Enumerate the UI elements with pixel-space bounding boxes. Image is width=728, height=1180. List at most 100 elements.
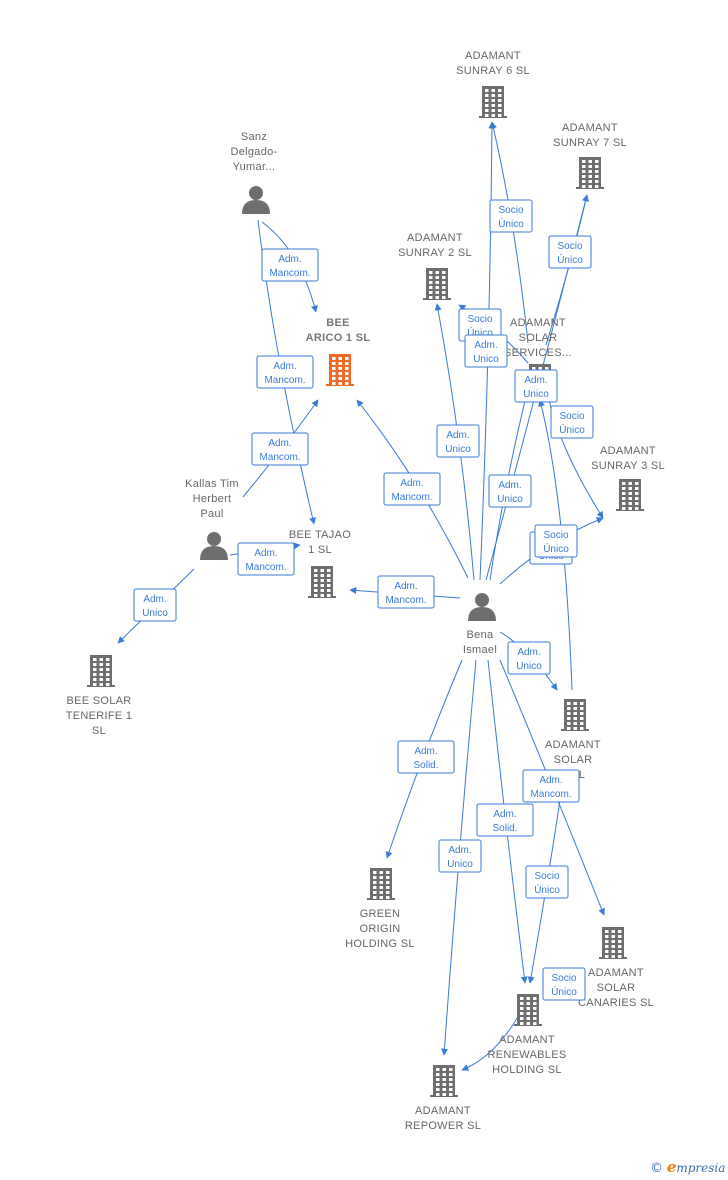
node-adamant_solar_a[interactable]: ADAMANTSOLARA SL xyxy=(545,699,601,781)
edge-label-text: Único xyxy=(557,253,583,266)
edge-label-text: Unico xyxy=(142,608,168,619)
node-label: Bena xyxy=(467,629,494,641)
edge-label-box xyxy=(438,839,482,873)
edge-label-kallas-to-bee_tajao[interactable]: Adm.Mancom. xyxy=(237,542,295,576)
node-label: HOLDING SL xyxy=(492,1064,562,1076)
edge-label-text: Socio xyxy=(551,973,576,984)
node-label: SOLAR xyxy=(519,332,558,344)
edge-label-bena-to-renewables[interactable]: Adm. Solid. xyxy=(476,803,534,837)
edge-label-text: Unico xyxy=(523,389,549,400)
node-label: TENERIFE 1 xyxy=(66,710,133,722)
node-label: 1 SL xyxy=(308,544,332,556)
edge-label-text: Adm. xyxy=(524,375,547,386)
edge-label-box xyxy=(261,248,319,282)
edge-label-text: Socio xyxy=(543,530,568,541)
edge-label-bena-to-bee_tajao[interactable]: Adm.Mancom. xyxy=(377,575,435,609)
edge-label-bena-to-sunray6[interactable]: Adm. Unico xyxy=(464,334,508,368)
edge-label-text: Unico xyxy=(447,859,473,870)
edge-label-sanz-to-bee_tajao[interactable]: Adm.Mancom. xyxy=(256,355,314,389)
edge-label-bena-to-sunray7[interactable]: Adm. Unico xyxy=(514,369,558,403)
node-sanz[interactable]: SanzDelgado-Yumar... xyxy=(230,131,277,214)
node-label: Herbert xyxy=(193,493,232,505)
edge-label-text: Unico xyxy=(445,444,471,455)
building-icon xyxy=(423,268,451,300)
edge-label-box xyxy=(133,588,177,622)
edge-label-box xyxy=(525,865,569,899)
edge-label-box xyxy=(514,369,558,403)
edge-label-bena-to-green_origin[interactable]: Adm.Solid. xyxy=(397,740,455,774)
node-label: ADAMANT xyxy=(588,967,644,979)
edge-label-text: Único xyxy=(543,542,569,555)
edge-label-sanz-to-bee_arico[interactable]: Adm. Mancom. xyxy=(261,248,319,282)
edge-label-text: Adm. xyxy=(268,438,291,449)
edge-label-box xyxy=(397,740,455,774)
edge-label-bena-to-bee_arico[interactable]: Adm.Mancom. xyxy=(383,472,441,506)
node-label: RENEWABLES xyxy=(487,1049,566,1061)
edge-label-box xyxy=(548,235,592,269)
node-label: SUNRAY 2 SL xyxy=(398,247,472,259)
edge-label-text: Único xyxy=(551,985,577,998)
node-label: Yumar... xyxy=(233,161,276,173)
edge-label-box xyxy=(522,769,580,803)
edge-labels-layer: Adm.Mancom.Adm.Mancom.Adm.Mancom.Adm.Man… xyxy=(133,199,594,1001)
edge-label-text: Socio xyxy=(557,241,582,252)
building-icon xyxy=(308,566,336,598)
edge-label-bena-to-repower[interactable]: Adm.Unico xyxy=(438,839,482,873)
node-label: ADAMANT xyxy=(562,122,618,134)
person-icon xyxy=(468,593,496,621)
edge-label-text: Adm. xyxy=(278,254,301,265)
edge-label-bena-to-adamant_services[interactable]: Adm.Unico xyxy=(488,474,532,508)
edge-label-text: Adm. xyxy=(474,340,497,351)
edge-label-text: Adm. xyxy=(400,478,423,489)
edge-label-text: Mancom. xyxy=(245,562,286,573)
node-label: BEE SOLAR xyxy=(66,695,131,707)
brand-name: mpresia xyxy=(676,1161,726,1175)
edge-label-text: Unico xyxy=(473,354,499,365)
edge-label-text: Mancom. xyxy=(530,789,571,800)
edge-label-text: Mancom. xyxy=(269,268,310,279)
copyright-symbol: © xyxy=(650,1161,663,1176)
edge-label-kallas-to-bee_arico[interactable]: Adm.Mancom. xyxy=(251,432,309,466)
node-label: SOLAR xyxy=(554,754,593,766)
edge-label-box xyxy=(377,575,435,609)
node-label: CANARIES SL xyxy=(578,997,654,1009)
edge-label-bena-to-adamant_solar_a[interactable]: Adm.Unico xyxy=(507,641,551,675)
edge-label-text: Socio xyxy=(498,205,523,216)
brand-logo-e: e xyxy=(666,1158,677,1176)
edge-label-text: Único xyxy=(559,423,585,436)
edge-label-box xyxy=(488,474,532,508)
edge-label-text: Adm. xyxy=(493,809,516,820)
edge-label-box xyxy=(251,432,309,466)
edge-label-bena-to-canaries[interactable]: Adm.Mancom. xyxy=(522,769,580,803)
node-label: Delgado- xyxy=(230,146,277,158)
node-label: Kallas Tim xyxy=(185,478,239,490)
edge-label-text: Solid. xyxy=(492,823,517,834)
building-icon xyxy=(616,479,644,511)
node-label: HOLDING SL xyxy=(345,938,415,950)
edge-label-box xyxy=(542,967,586,1001)
building-icon xyxy=(479,86,507,118)
edge-label-bena-to-sunray2[interactable]: Adm.Unico xyxy=(436,424,480,458)
edge-label-box xyxy=(383,472,441,506)
edge-label-kallas-to-bee_tenerife[interactable]: Adm.Unico xyxy=(133,588,177,622)
